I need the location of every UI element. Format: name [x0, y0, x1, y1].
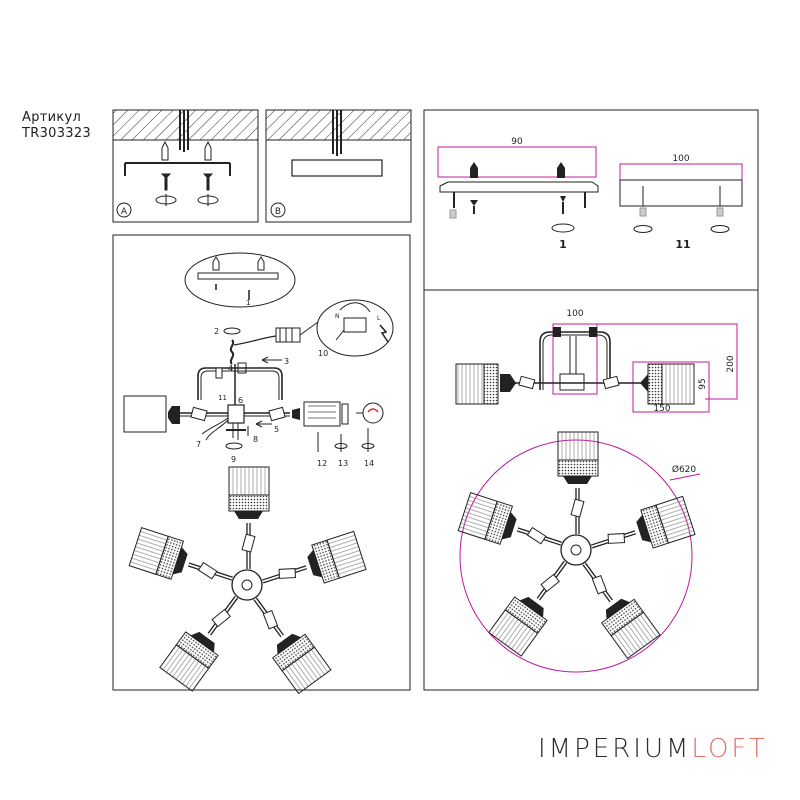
- canopy-plate: [291, 159, 383, 177]
- article-code: TR303323: [22, 126, 91, 141]
- part-12-label: 12: [317, 459, 327, 468]
- part-3-label: 3: [284, 357, 289, 366]
- canopy-side: [619, 179, 743, 207]
- part-5-label: 5: [274, 425, 279, 434]
- dowel-icon: [161, 140, 212, 161]
- bulb-icon: [362, 402, 384, 424]
- assembled-top-view: [128, 466, 367, 695]
- panel-b-badge: [270, 202, 286, 218]
- part-11-label: 11: [218, 394, 227, 402]
- rotate-icon: [225, 442, 243, 450]
- part-1-label-small: 1: [246, 299, 250, 307]
- part-6-label: 6: [238, 396, 243, 405]
- brand-part-1: IMPERIUM: [538, 734, 692, 764]
- rotate-icon: [551, 223, 575, 233]
- wire-l-label: L: [377, 315, 381, 322]
- part-2-label: 2: [214, 327, 219, 336]
- electricity-icon: [379, 324, 389, 343]
- part-14-label: 14: [364, 459, 374, 468]
- part-1-label: 1: [559, 238, 567, 251]
- lamp-shade-left: [123, 395, 167, 433]
- panel-b: B: [265, 109, 412, 223]
- panel-a: A: [112, 109, 259, 223]
- part-10-label: 10: [318, 349, 328, 358]
- diameter-label: Ø620: [672, 464, 697, 475]
- rotate-icon: [155, 194, 219, 206]
- panel-a-label: A: [121, 207, 128, 217]
- lamp-shade-right-side: [661, 363, 695, 405]
- rotate-icon: [223, 327, 241, 335]
- mounting-dimension-panel: 90 1 100 11: [423, 109, 759, 291]
- part-13-label: 13: [338, 459, 348, 468]
- part-8-label: 8: [253, 435, 258, 444]
- part-9-label: 9: [231, 455, 236, 464]
- article-label: Артикул: [22, 110, 82, 125]
- overall-dimension-panel: 100 200 95 150 Ø620: [423, 289, 759, 691]
- lamp-shade-left-side: [455, 363, 485, 405]
- brand-part-2: LOFT: [691, 734, 768, 764]
- rotate-icon: [633, 225, 653, 233]
- shade-width-label: 150: [653, 404, 670, 414]
- article-block: Артикул TR303323: [22, 110, 91, 142]
- brand-logo: IMPERIUMLOFT: [538, 734, 768, 764]
- shade-height-label: 95: [698, 378, 708, 389]
- part-11-dim-label: 11: [675, 238, 690, 251]
- plate-length-label: 90: [511, 137, 523, 147]
- top-view-diameter: [457, 431, 696, 660]
- height-label: 200: [726, 355, 736, 372]
- screw-icon: [160, 173, 214, 191]
- frame-width-label: 100: [566, 309, 583, 319]
- assembly-panel: 1 N L 10 2 3 4 11: [112, 234, 411, 695]
- hub: [227, 404, 245, 424]
- panel-b-label: B: [275, 207, 281, 217]
- wire-n-label: N: [335, 313, 340, 320]
- canopy-width-label: 100: [672, 154, 689, 164]
- rotate-icon: [710, 225, 730, 233]
- mounting-plate-detail: [184, 252, 296, 308]
- part-7-label: 7: [196, 440, 201, 449]
- panel-a-badge: [116, 202, 132, 218]
